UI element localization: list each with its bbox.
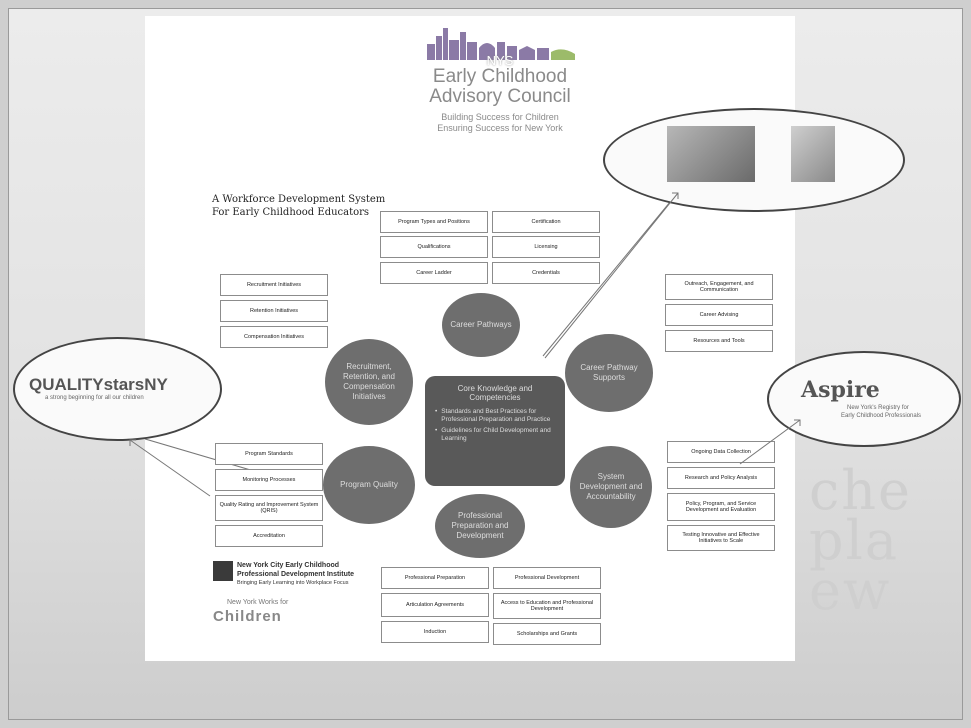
children-line-1: New York Works for xyxy=(227,599,289,606)
node-career-supports: Career Pathway Supports xyxy=(565,334,653,412)
box-research-policy: Research and Policy Analysis xyxy=(667,467,775,489)
box-access-education: Access to Education and Professional Dev… xyxy=(493,593,601,619)
org-name-line2: Early Childhood xyxy=(432,66,568,87)
bullet-icon: • xyxy=(435,427,438,435)
children-line-2: Children xyxy=(213,608,282,625)
box-professional-preparation: Professional Preparation xyxy=(381,567,489,589)
background-text-1: che xyxy=(809,459,912,522)
org-tagline-1: Building Success for Children xyxy=(441,112,559,122)
node-program-quality: Program Quality xyxy=(323,446,415,524)
box-accreditation: Accreditation xyxy=(215,525,323,547)
box-program-types: Program Types and Positions xyxy=(380,211,488,233)
box-compensation-initiatives: Compensation Initiatives xyxy=(220,326,328,348)
node-professional-prep: Professional Preparation and Development xyxy=(435,494,525,558)
callout-top-right xyxy=(603,108,905,212)
box-policy-program: Policy, Program, and Service Development… xyxy=(667,493,775,521)
box-retention-initiatives: Retention Initiatives xyxy=(220,300,328,322)
box-career-ladder: Career Ladder xyxy=(380,262,488,284)
qualitystars-logo-text: QUALITYstarsNY xyxy=(29,375,168,394)
org-name-nys: NYS xyxy=(486,53,514,68)
aspire-logo-text: Aspire xyxy=(801,377,880,403)
diagram-title-1: A Workforce Development System xyxy=(212,194,386,205)
aspire-tagline-2: Early Childhood Professionals xyxy=(841,413,922,419)
box-scholarships: Scholarships and Grants xyxy=(493,623,601,645)
program-brochure-image xyxy=(791,126,835,182)
box-articulation: Articulation Agreements xyxy=(381,593,489,617)
bullet-icon: • xyxy=(435,408,438,415)
box-testing-innovative: Testing Innovative and Effective Initiat… xyxy=(667,525,775,551)
box-data-collection: Ongoing Data Collection xyxy=(667,441,775,463)
node-recruitment: Recruitment, Retention, and Compensation… xyxy=(325,339,413,425)
callout-aspire: Aspire New York's Registry for Early Chi… xyxy=(767,351,961,447)
skyline-logo xyxy=(427,24,577,60)
box-professional-development: Professional Development xyxy=(493,567,601,589)
background-text-3: ew xyxy=(809,559,892,622)
core-bullet-1: Standards and Best Practices for Profess… xyxy=(441,408,551,424)
pdi-line-1: New York City Early Childhood xyxy=(237,562,340,569)
box-program-standards: Program Standards xyxy=(215,443,323,465)
node-system-development: System Development and Accountability xyxy=(570,446,652,528)
box-career-advising: Career Advising xyxy=(665,304,773,326)
qualitystars-tagline: a strong beginning for all our children xyxy=(45,395,144,401)
box-outreach: Outreach, Engagement, and Communication xyxy=(665,274,773,300)
core-title: Core Knowledge and Competencies xyxy=(457,384,533,402)
box-induction: Induction xyxy=(381,621,489,643)
pdi-line-3: Bringing Early Learning into Workplace F… xyxy=(237,580,349,586)
box-licensing: Licensing xyxy=(492,236,600,258)
box-qris: Quality Rating and Improvement System (Q… xyxy=(215,495,323,521)
core-bullet-2: Guidelines for Child Development and Lea… xyxy=(441,427,551,443)
core-knowledge-box: Core Knowledge and Competencies • Standa… xyxy=(425,376,565,486)
pdi-line-2: Professional Development Institute xyxy=(237,571,355,578)
node-career-pathways: Career Pathways xyxy=(442,293,520,357)
box-credentials: Credentials xyxy=(492,262,600,284)
org-name-line3: Advisory Council xyxy=(429,86,571,107)
background-text-2: pla xyxy=(809,509,900,572)
program-photo-image xyxy=(667,126,755,182)
slide-content: NYS Early Childhood Advisory Council Bui… xyxy=(145,16,795,661)
box-certification: Certification xyxy=(492,211,600,233)
pdi-logo-icon xyxy=(213,561,233,581)
box-monitoring: Monitoring Processes xyxy=(215,469,323,491)
box-resources-tools: Resources and Tools xyxy=(665,330,773,352)
callout-qualitystars: QUALITYstarsNY a strong beginning for al… xyxy=(13,337,222,441)
box-qualifications: Qualifications xyxy=(380,236,488,258)
org-tagline-2: Ensuring Success for New York xyxy=(437,123,563,133)
aspire-tagline-1: New York's Registry for xyxy=(847,405,909,411)
box-recruitment-initiatives: Recruitment Initiatives xyxy=(220,274,328,296)
diagram-title-2: For Early Childhood Educators xyxy=(212,207,370,218)
